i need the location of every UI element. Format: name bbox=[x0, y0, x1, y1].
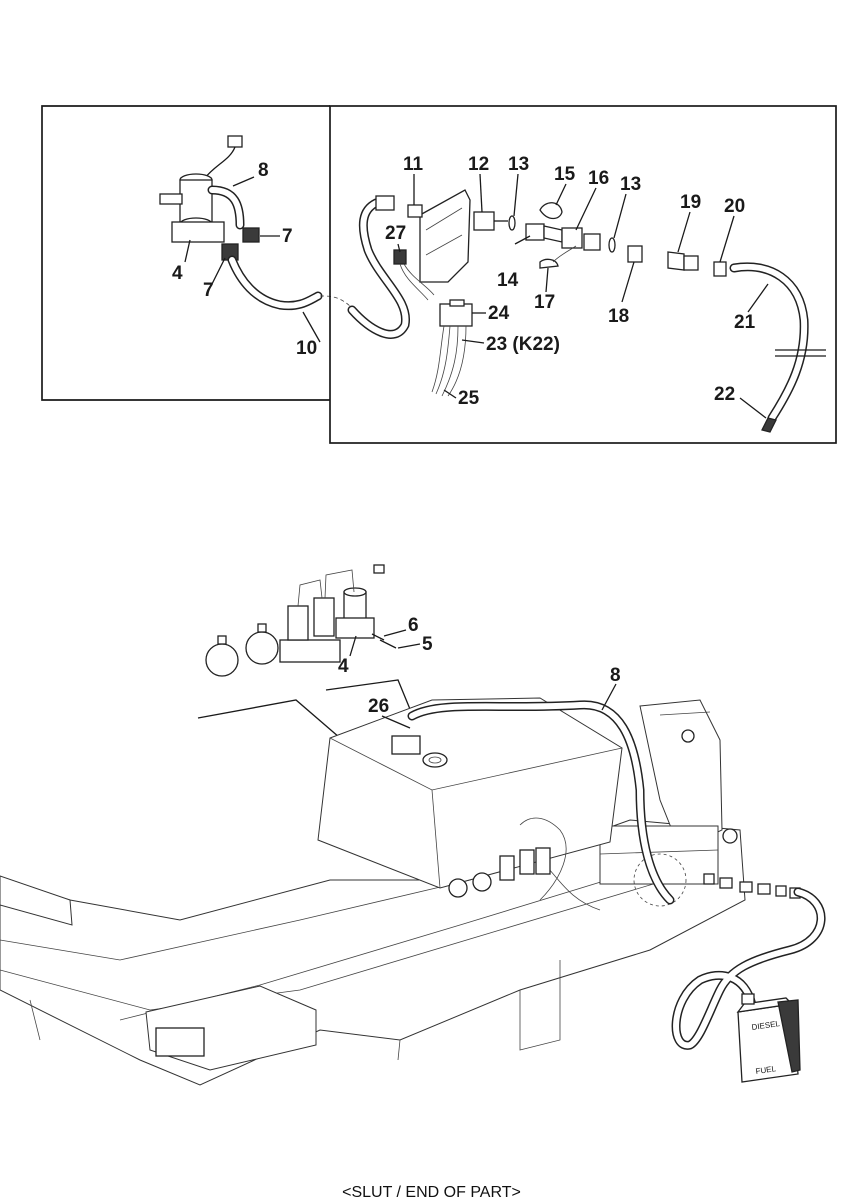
vehicle-assembly: DIESEL FUEL 6 5 4 26 8 bbox=[0, 564, 826, 1086]
callout-26: 26 bbox=[368, 696, 389, 717]
callout-18: 18 bbox=[608, 306, 629, 327]
callout-21: 21 bbox=[734, 312, 756, 333]
callout-7: 7 bbox=[203, 280, 214, 301]
end-of-part-footer: <SLUT / END OF PART> bbox=[342, 1184, 521, 1201]
detail-box-pump: 8 7 4 7 10 bbox=[41, 105, 353, 401]
callout-6: 6 bbox=[408, 615, 419, 636]
callout-24: 24 bbox=[488, 303, 510, 324]
callout-5: 5 bbox=[422, 634, 433, 655]
callout-17: 17 bbox=[534, 292, 555, 313]
callout-23-k22: 23 (K22) bbox=[486, 334, 560, 355]
callout-16: 16 bbox=[588, 168, 609, 189]
callout-4: 4 bbox=[172, 263, 183, 284]
callout-13: 13 bbox=[620, 174, 641, 195]
canister-label-fuel: FUEL bbox=[755, 1064, 777, 1076]
detail-box-fuel-line: 11 12 13 15 16 13 19 20 27 14 17 18 21 2… bbox=[329, 105, 837, 444]
callout-20: 20 bbox=[724, 196, 745, 217]
callout-15: 15 bbox=[554, 164, 576, 185]
callout-22: 22 bbox=[714, 384, 735, 405]
frame bbox=[0, 699, 746, 1086]
callout-12: 12 bbox=[468, 154, 489, 175]
callout-8: 8 bbox=[258, 160, 269, 181]
callout-4: 4 bbox=[338, 656, 349, 677]
mounted-pumps bbox=[448, 847, 551, 898]
callout-11: 11 bbox=[403, 154, 424, 175]
callout-25: 25 bbox=[458, 388, 480, 409]
callout-7: 7 bbox=[282, 226, 293, 247]
callout-8: 8 bbox=[610, 665, 621, 686]
fuel-tank bbox=[317, 697, 623, 889]
callout-13: 13 bbox=[508, 154, 529, 175]
callout-19: 19 bbox=[680, 192, 701, 213]
callout-10: 10 bbox=[296, 338, 317, 359]
fuel-canister: DIESEL FUEL bbox=[736, 993, 801, 1083]
callout-14: 14 bbox=[497, 270, 519, 291]
canister-label-diesel: DIESEL bbox=[751, 1019, 781, 1032]
callout-27: 27 bbox=[385, 223, 406, 244]
pump-cluster bbox=[205, 564, 397, 677]
